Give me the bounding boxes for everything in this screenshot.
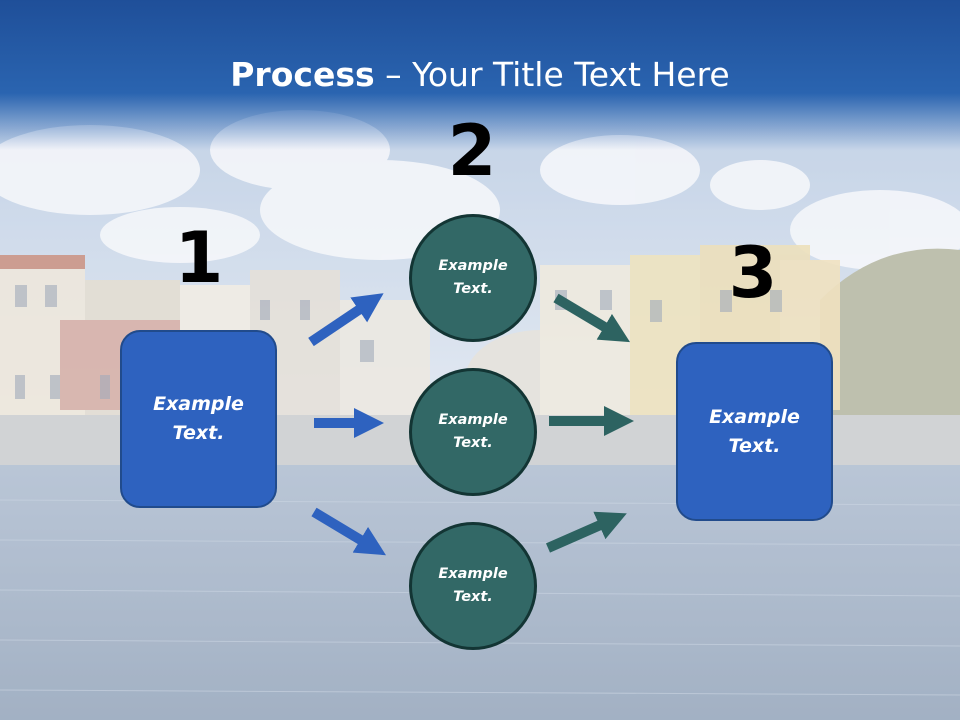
arrow-bottom-to-right [545,511,627,553]
circle-middle-text-line1: Example [438,412,508,428]
step-1-text-line1: Example [153,393,244,415]
step-3-text-line2: Text. [728,434,781,457]
arrow-left-to-top [308,293,384,347]
step-number-2: 2 [447,110,497,192]
title-bar [0,0,960,150]
step-1-box: Example Text. [120,330,277,508]
circle-middle-text-line2: Text. [453,435,493,451]
step-number-3: 3 [728,232,778,314]
step-number-1: 1 [174,217,224,299]
slide-title: Process – Your Title Text Here [0,54,960,96]
step-3-box: Example Text. [676,342,833,521]
step-2-circle-middle: Example Text. [409,368,537,496]
arrow-top-to-right [553,293,631,343]
circle-top-text-line2: Text. [453,281,493,297]
step-1-text-line2: Text. [172,422,225,444]
step-3-text-line1: Example [709,405,800,428]
title-bold-part: Process [230,55,375,94]
circle-bottom-text-line2: Text. [453,589,493,605]
circle-top-text-line1: Example [438,258,508,274]
title-rest-part: – Your Title Text Here [374,55,730,94]
arrow-left-to-bottom [311,507,387,556]
step-2-circle-top: Example Text. [409,214,537,342]
step-2-circle-bottom: Example Text. [409,522,537,650]
circle-bottom-text-line1: Example [438,566,508,582]
